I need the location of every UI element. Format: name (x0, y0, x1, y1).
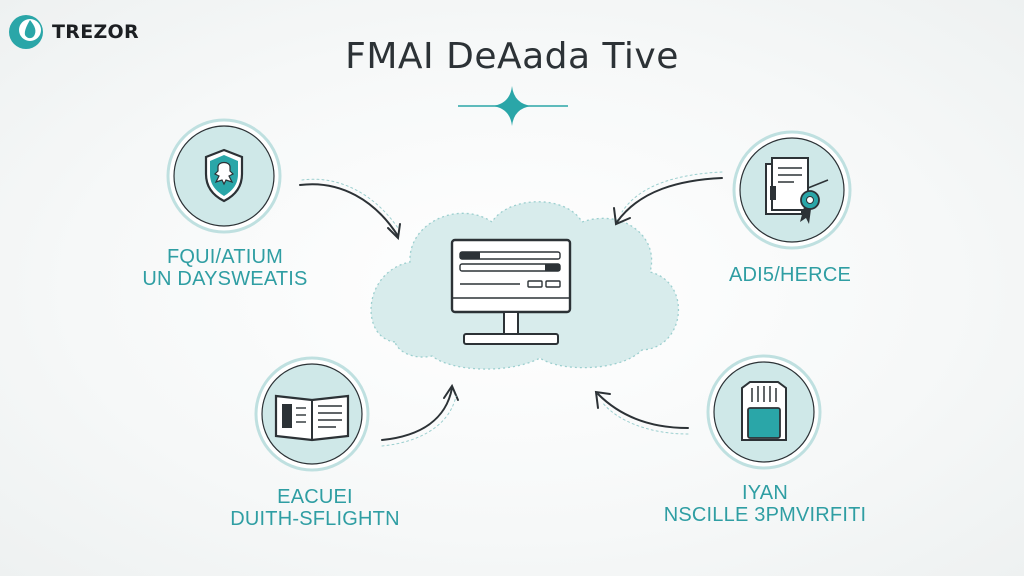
arrow-book-to-center (381, 383, 459, 447)
shield-icon (204, 148, 244, 203)
document-certificate-icon (765, 157, 829, 224)
label-security-line2: UN DAYSWEATIS (142, 268, 308, 290)
trezor-logo-icon (9, 15, 43, 49)
label-book-line2: DUITH-SFLIGHTN (230, 508, 400, 530)
label-security: FQUI/ATIUM UN DAYSWEATIS (120, 246, 330, 290)
arrow-security-to-center (299, 178, 401, 241)
label-documents-line1: ADI5/HERCE (728, 264, 852, 286)
sparkle-divider-icon (458, 86, 568, 126)
label-device-line2: NSCILLE 3PMVIRFITI (663, 504, 867, 526)
open-book-icon (274, 394, 350, 442)
label-documents: ADI5/HERCE (700, 264, 880, 286)
cloud-computer-icon (450, 238, 572, 345)
brand-name: TREZOR (52, 21, 139, 43)
arrow-documents-to-center (613, 171, 723, 226)
label-device: IYAN NSCILLE 3PMVIRFITI (650, 482, 880, 526)
label-security-line1: FQUI/ATIUM (166, 246, 284, 268)
page-title: FMAI DeAada Tive (345, 36, 679, 77)
arrow-device-to-center (594, 390, 689, 435)
label-book-line1: EACUEI (277, 486, 353, 508)
label-book: EACUEI DUITH-SFLIGHTN (210, 486, 420, 530)
hardware-wallet-icon (741, 381, 787, 441)
label-device-line1: IYAN (742, 482, 788, 504)
brand-logo: TREZOR (6, 12, 139, 52)
